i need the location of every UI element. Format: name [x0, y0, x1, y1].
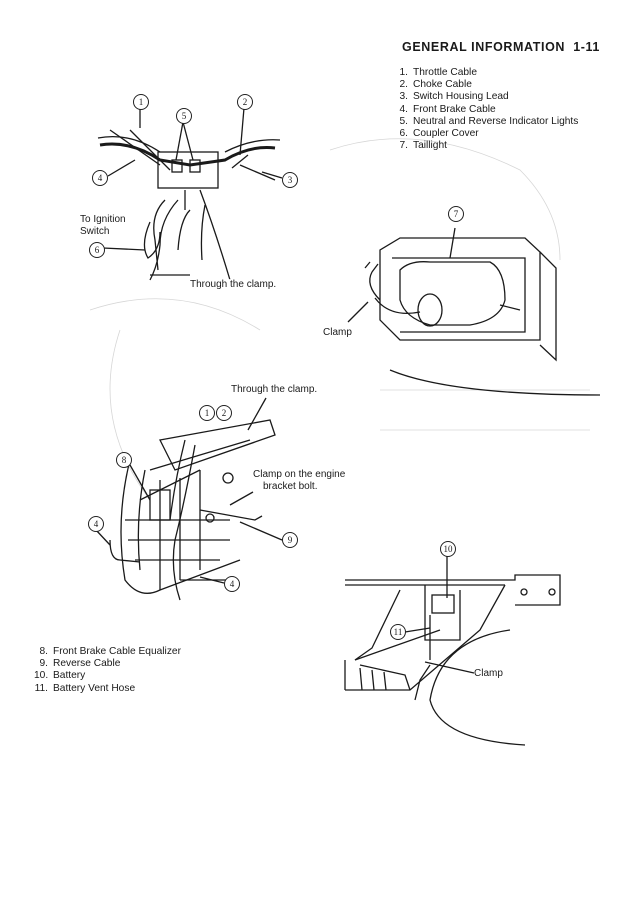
legend-item: 7.Taillight — [399, 140, 447, 152]
through-clamp-label-frame: Through the clamp. — [231, 384, 318, 396]
through-clamp-label-top: Through the clamp. — [190, 279, 277, 291]
handlebar-figure — [97, 107, 283, 281]
legend-bottom: 8.Front Brake Cable Equalizer 9.Reverse … — [34, 646, 181, 695]
callout-5: 5 — [176, 108, 192, 124]
callout-2: 2 — [216, 405, 232, 421]
page-number: 1-11 — [573, 40, 600, 54]
battery-figure — [344, 556, 561, 746]
legend-item: 10.Battery — [34, 670, 86, 682]
callout-10: 10 — [440, 541, 456, 557]
bleed-through-marks — [89, 138, 590, 501]
legend-item: 11.Battery Vent Hose — [34, 682, 136, 694]
legend-top: 1.Throttle Cable 2.Choke Cable 3.Switch … — [394, 67, 579, 152]
callout-1: 1 — [133, 94, 149, 110]
section-title: GENERAL INFORMATION — [402, 40, 566, 54]
callout-11: 11 — [390, 624, 406, 640]
page-header: GENERAL INFORMATION 1-11 — [402, 40, 600, 54]
callout-3: 3 — [282, 172, 298, 188]
legend-item: 2.Choke Cable — [399, 79, 472, 91]
legend-item: 3.Switch Housing Lead — [399, 91, 509, 103]
callout-4: 4 — [224, 576, 240, 592]
taillight-clamp-label: Clamp — [323, 327, 352, 339]
legend-item: 6.Coupler Cover — [399, 128, 479, 140]
callout-8: 8 — [116, 452, 132, 468]
battery-clamp-label: Clamp — [474, 668, 503, 680]
taillight-figure — [347, 227, 601, 396]
callout-6: 6 — [89, 242, 105, 258]
callout-4: 4 — [92, 170, 108, 186]
callout-1: 1 — [199, 405, 215, 421]
callout-7: 7 — [448, 206, 464, 222]
legend-item: 1.Throttle Cable — [399, 67, 478, 78]
callout-2: 2 — [237, 94, 253, 110]
frame-figure — [95, 397, 283, 601]
callout-4: 4 — [88, 516, 104, 532]
legend-item: 8.Front Brake Cable Equalizer — [39, 646, 181, 657]
legend-item: 4.Front Brake Cable — [399, 103, 496, 115]
legend-item: 5.Neutral and Reverse Indicator Lights — [399, 115, 579, 127]
legend-item: 9.Reverse Cable — [39, 658, 121, 670]
callout-9: 9 — [282, 532, 298, 548]
